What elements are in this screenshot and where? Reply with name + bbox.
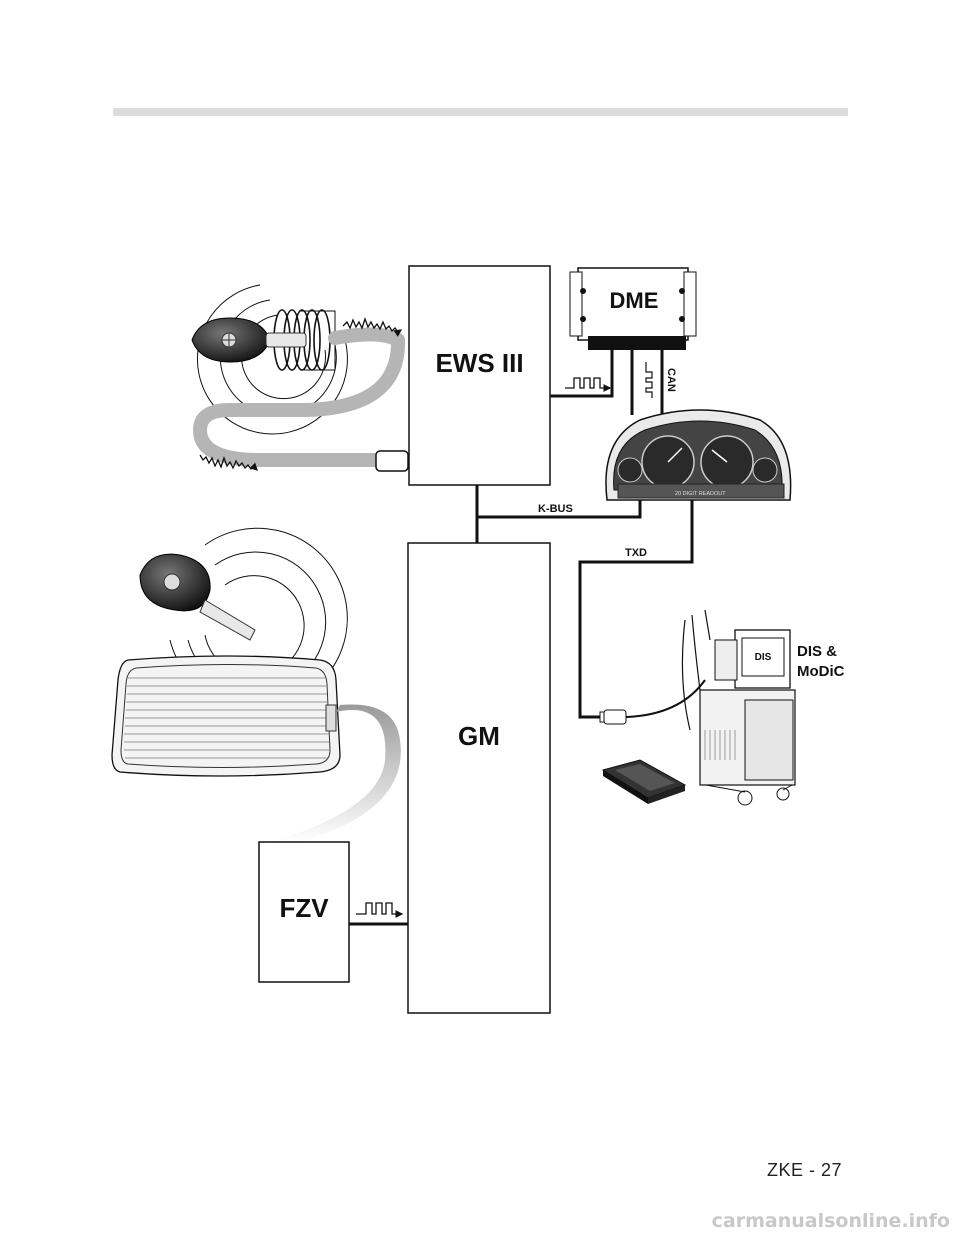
- antenna-plug: [375, 450, 409, 472]
- ews-dme-line: [550, 345, 614, 398]
- top-rule: [113, 108, 848, 116]
- temp-gauge: [752, 457, 778, 483]
- signal-wave-top: [342, 317, 403, 337]
- cluster-readout-label: 20 DIGIT READOUT: [675, 491, 726, 497]
- ews-module-box: [408, 265, 551, 486]
- dme-module: [569, 267, 697, 350]
- txd-label: TXD: [625, 547, 647, 559]
- fzv-pulse-signal: [356, 902, 404, 918]
- k-bus-line: [477, 500, 642, 519]
- ews-module-label: EWS III: [435, 348, 523, 378]
- dis-tester-illustration: [599, 609, 796, 806]
- instrument-cluster: [605, 409, 792, 501]
- remote-key-icon: [139, 553, 256, 641]
- gm-module-box: [407, 542, 551, 1014]
- can-pulse-signal: [645, 362, 653, 398]
- antenna-cable: [192, 333, 406, 467]
- fuel-gauge: [617, 457, 643, 483]
- page-footer: ZKE - 27: [766, 1160, 842, 1180]
- rear-window-illustration: [111, 655, 341, 777]
- fzv-module-label: FZV: [279, 893, 329, 923]
- ews-pulse-signal: [565, 377, 612, 392]
- fzv-antenna-lead: [270, 704, 401, 842]
- dis-modic-label: DIS & MoDiC: [797, 643, 845, 680]
- watermark: carmanualsonline.info: [711, 1210, 950, 1232]
- txd-line: [578, 500, 694, 719]
- modic-unit-illustration: [601, 759, 687, 804]
- dme-module-label: DME: [610, 288, 659, 313]
- gm-module-label: GM: [458, 721, 500, 751]
- key-icon: [191, 317, 307, 363]
- can-bus-label: CAN: [665, 368, 677, 392]
- fzv-module-box: [258, 841, 350, 983]
- signal-wave-bottom: [199, 454, 258, 471]
- k-bus-label: K-BUS: [538, 503, 573, 515]
- dis-monitor-label: DIS: [755, 652, 772, 663]
- ews-key-illustration: [191, 284, 409, 472]
